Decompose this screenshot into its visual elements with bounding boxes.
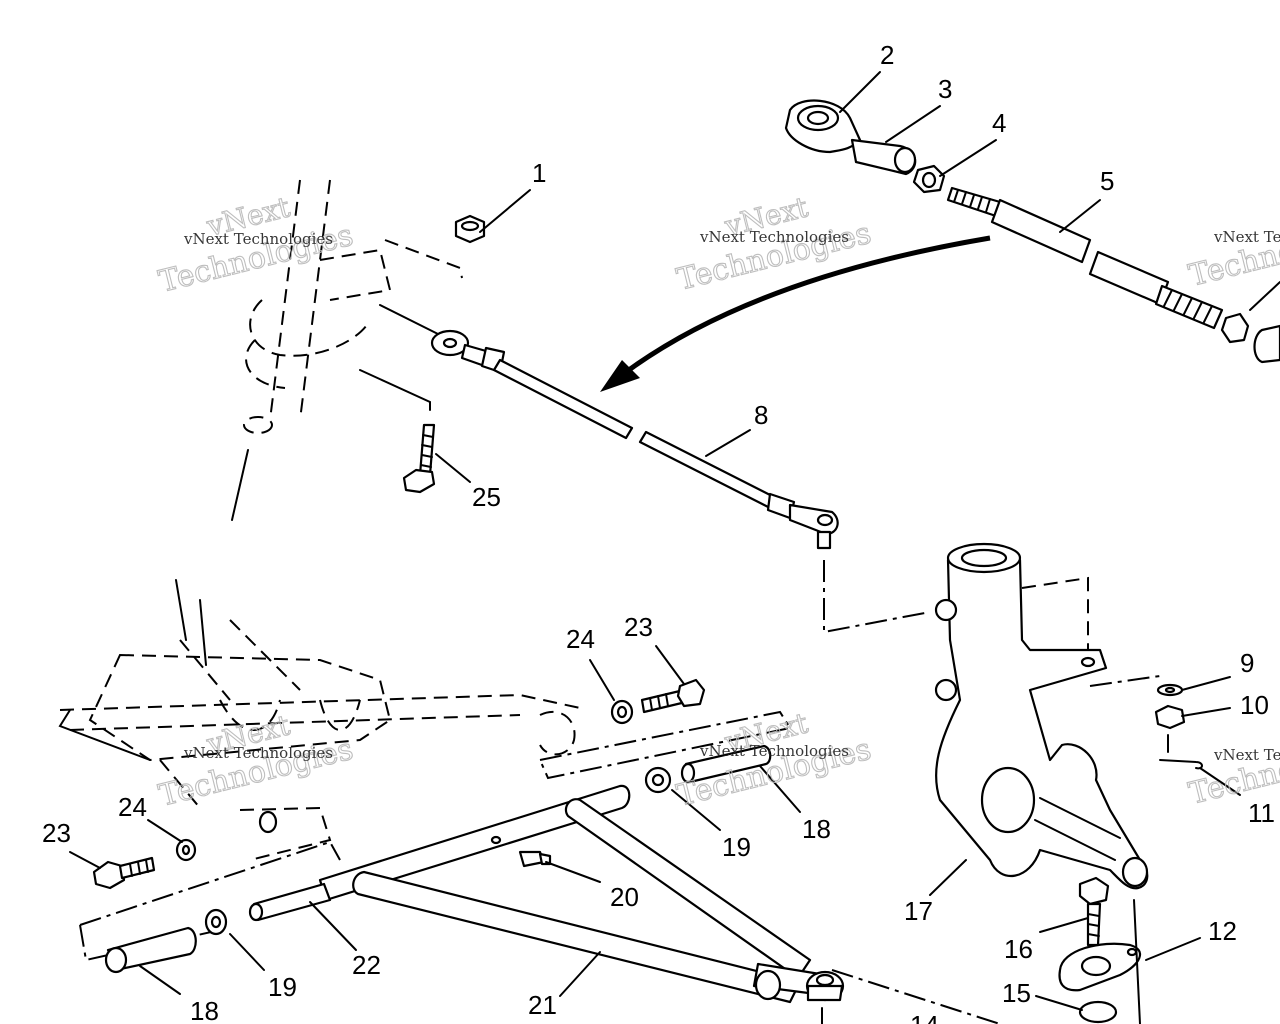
callout-18-lower: 18 (190, 996, 219, 1024)
part-21-a-arm (79, 784, 1001, 1024)
watermark-top-center: vNext Technologies vNext Technologies (673, 190, 875, 299)
part-8-tie-rod (430, 329, 931, 634)
part-12-plate (1058, 899, 1142, 1024)
part-2-rod-end (784, 99, 862, 154)
svg-text:vNext Te: vNext Te (1213, 746, 1280, 764)
callout-22: 22 (352, 950, 381, 980)
callout-3: 3 (938, 74, 952, 104)
part-19-washer-upper (644, 766, 672, 794)
callout-1: 1 (532, 158, 546, 188)
part-16-bolt (1078, 876, 1110, 947)
callout-10: 10 (1240, 690, 1269, 720)
callout-20: 20 (610, 882, 639, 912)
part-3-jam-sleeve (850, 138, 917, 176)
part-11-cotter-pin (1159, 734, 1203, 770)
steering-post (231, 179, 463, 521)
svg-text:vNext Te: vNext Te (1213, 228, 1280, 246)
callout-23-upper: 23 (624, 612, 653, 642)
part-23-bolt-lower (92, 856, 156, 890)
part-25-bolt (402, 423, 436, 494)
callout-labels: 1 2 3 4 5 8 9 10 11 12 14 15 16 17 18 18… (42, 40, 1275, 1024)
direction-arrow (600, 235, 991, 392)
part-1-nut (454, 214, 486, 244)
frame-outline (58, 579, 792, 861)
callout-2: 2 (880, 40, 894, 70)
svg-text:vNext Technologies: vNext Technologies (183, 744, 333, 762)
callout-16: 16 (1004, 934, 1033, 964)
part-5-adjuster-rod (946, 186, 1280, 364)
callout-24-upper: 24 (566, 624, 595, 654)
callout-19-lower: 19 (268, 972, 297, 1002)
callout-15: 15 (1002, 978, 1031, 1008)
callout-4: 4 (992, 108, 1006, 138)
callout-17: 17 (904, 896, 933, 926)
part-18-bushing-lower (104, 926, 197, 974)
part-24-washer-upper (610, 699, 634, 725)
callout-19-upper: 19 (722, 832, 751, 862)
part-4-nut (912, 164, 946, 194)
svg-text:vNext Technologies: vNext Technologies (699, 742, 849, 760)
part-10-castle-nut (1154, 704, 1186, 730)
svg-text:vNext Technologies: vNext Technologies (183, 230, 333, 248)
part-24-washer-lower (175, 838, 197, 862)
watermark-top-right: Techno vNext Te (1185, 228, 1280, 294)
callout-18-upper: 18 (802, 814, 831, 844)
part-15-seal (1078, 1000, 1118, 1024)
watermark-bottom-left: vNext Technologies vNext Technologies (155, 708, 357, 815)
callout-21: 21 (528, 990, 557, 1020)
watermark-top-left: vNext Technologies vNext Technologies (155, 190, 357, 301)
part-9-washer (1156, 683, 1184, 697)
part-20-grease-fitting (490, 835, 552, 868)
callout-25: 25 (472, 482, 501, 512)
leader-lines (69, 71, 1241, 1011)
callout-23-lower: 23 (42, 818, 71, 848)
callout-14: 14 (910, 1010, 939, 1024)
callout-12: 12 (1208, 916, 1237, 946)
part-19-washer-lower (204, 908, 228, 936)
callout-8: 8 (754, 400, 768, 430)
part-23-bolt-upper (640, 678, 706, 714)
callout-11: 11 (1248, 798, 1275, 828)
callout-5: 5 (1100, 166, 1114, 196)
part-18-bushing-upper (680, 744, 772, 784)
part-22-tube (248, 882, 332, 922)
callout-9: 9 (1240, 648, 1254, 678)
svg-text:vNext Technologies: vNext Technologies (699, 228, 849, 246)
part-17-spindle (934, 542, 1161, 890)
callout-24-lower: 24 (118, 792, 147, 822)
